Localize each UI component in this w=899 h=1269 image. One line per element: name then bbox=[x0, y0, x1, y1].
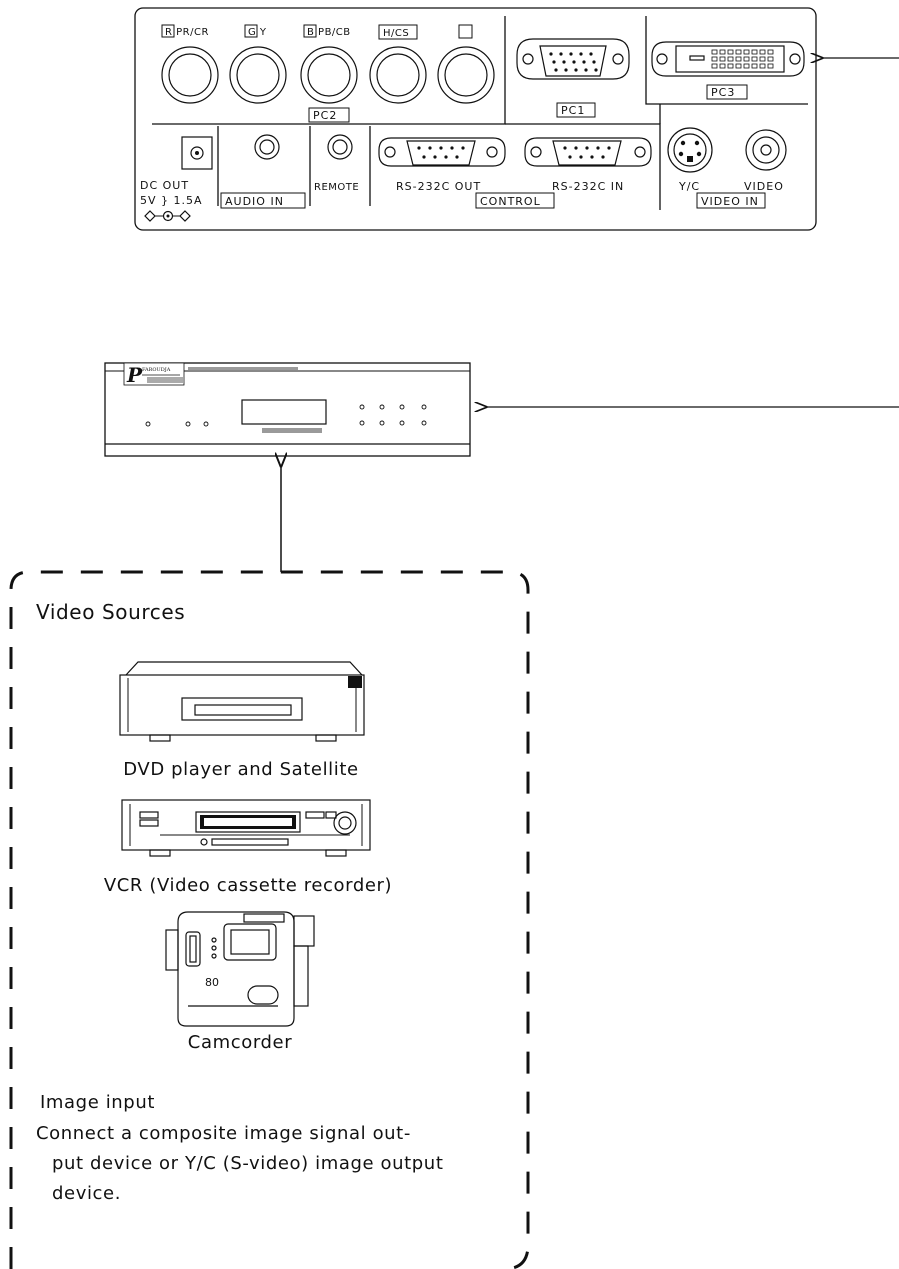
bnc-hcs-connector: H/CS bbox=[369, 24, 427, 104]
rs232c-out-connector: RS-232C OUT bbox=[378, 137, 506, 193]
remote-jack: REMOTE bbox=[314, 134, 359, 193]
label-dc-rating: 5V } 1.5A bbox=[140, 194, 203, 207]
vcr-icon bbox=[121, 799, 371, 857]
label-g-y: G Y bbox=[248, 27, 267, 38]
yc-svideo-connector: Y/C bbox=[667, 127, 713, 193]
svg-text:P: P bbox=[126, 363, 143, 387]
connector-panel: R PR/CR G Y B PB/CB H/CS PC bbox=[134, 7, 817, 231]
front-display bbox=[241, 399, 327, 425]
label-dc-out: DC OUT bbox=[140, 179, 189, 192]
rs232c-in-connector: RS-232C IN bbox=[524, 137, 652, 193]
audio-in-jack: AUDIO IN bbox=[220, 134, 306, 209]
pc3-dvi-connector: PC3 bbox=[651, 41, 805, 100]
camcorder-icon: 80 bbox=[165, 911, 315, 1027]
camcorder-caption: Camcorder bbox=[188, 1032, 292, 1053]
label-h-cs: H/CS bbox=[383, 28, 409, 39]
video-sources-title: Video Sources bbox=[36, 600, 185, 624]
bnc-r-connector: R PR/CR bbox=[161, 24, 219, 104]
polarity-icon bbox=[144, 210, 191, 222]
label-yc: Y/C bbox=[678, 180, 700, 193]
note-line-3: device. bbox=[52, 1183, 121, 1204]
image-input-heading: Image input bbox=[40, 1092, 155, 1113]
label-rs232c-out: RS-232C OUT bbox=[396, 180, 481, 193]
pc1-vga-connector: PC1 bbox=[516, 38, 630, 118]
label-remote: REMOTE bbox=[314, 182, 359, 193]
bnc-v-connector bbox=[437, 24, 495, 104]
video-sources-group bbox=[9, 570, 530, 1269]
label-rs232c-in: RS-232C IN bbox=[552, 180, 624, 193]
vcr-caption: VCR (Video cassette recorder) bbox=[104, 875, 392, 896]
label-pc1: PC1 bbox=[561, 104, 585, 117]
label-audio-in: AUDIO IN bbox=[225, 195, 284, 208]
note-line-2: put device or Y/C (S-video) image output bbox=[52, 1153, 443, 1174]
svg-text:80: 80 bbox=[205, 976, 219, 989]
faroudja-logo: P FAROUDJA bbox=[123, 362, 185, 387]
label-b-pbcb: B PB/CB bbox=[307, 27, 351, 38]
label-video: VIDEO bbox=[744, 180, 784, 193]
label-video-in: VIDEO IN bbox=[701, 195, 759, 208]
bnc-b-connector: B PB/CB bbox=[300, 24, 358, 104]
label-pc3: PC3 bbox=[711, 86, 735, 99]
note-line-1: Connect a composite image signal out- bbox=[36, 1123, 411, 1144]
dvd-player-icon bbox=[119, 661, 365, 742]
dc-out-jack: DC OUT 5V } 1.5A bbox=[140, 136, 213, 222]
logo-text: FAROUDJA bbox=[142, 367, 171, 373]
video-rca-connector: VIDEO bbox=[744, 129, 787, 193]
video-processor-unit: P FAROUDJA bbox=[104, 362, 471, 457]
dvd-caption: DVD player and Satellite bbox=[123, 759, 358, 780]
label-r-prcr: R PR/CR bbox=[165, 27, 209, 38]
label-control: CONTROL bbox=[480, 195, 541, 208]
bnc-g-connector: G Y bbox=[229, 24, 287, 104]
label-pc2: PC2 bbox=[313, 109, 337, 122]
front-buttons bbox=[145, 404, 427, 427]
